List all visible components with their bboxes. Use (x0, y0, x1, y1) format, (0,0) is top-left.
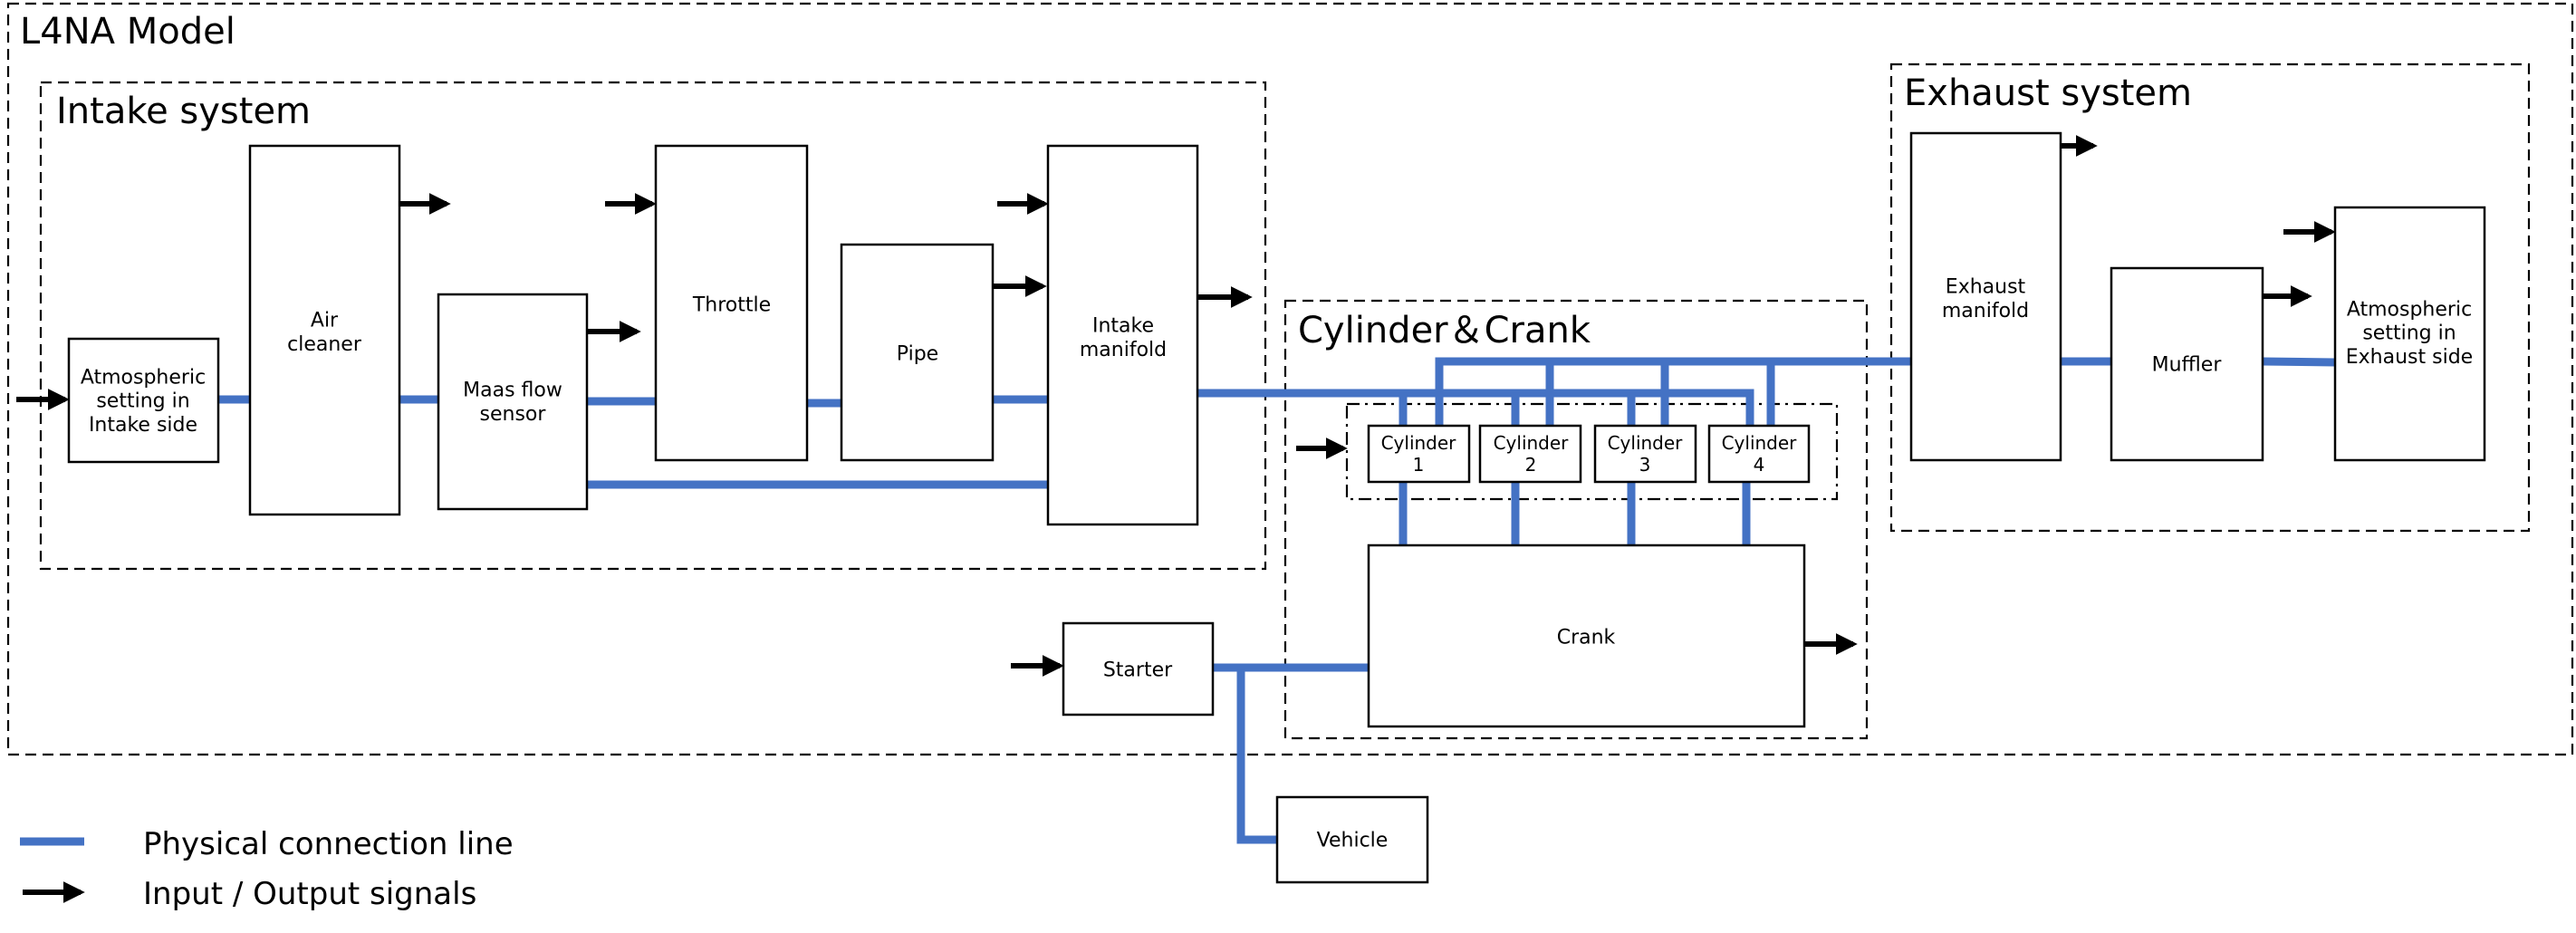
intake-system-title: Intake system (56, 91, 311, 132)
block-throttle[interactable]: Throttle (654, 144, 809, 462)
block-label-line: Air (311, 310, 339, 332)
block-pipe-label: Pipe (897, 343, 938, 366)
block-label-line: setting in (2362, 322, 2456, 345)
block-label-line: Pipe (897, 343, 938, 366)
block-muffler[interactable]: Muffler (2110, 266, 2264, 462)
block-label-line: Atmospheric (2347, 298, 2472, 321)
block-label-line: Intake (1092, 315, 1154, 338)
line-exhaust-runner (1435, 357, 1911, 426)
block-label-line: 1 (1413, 454, 1425, 476)
block-starter-label: Starter (1103, 659, 1173, 682)
l4na-model-frame (6, 2, 2574, 756)
block-label-line: setting in (96, 390, 189, 413)
block-label-line: Cylinder (1494, 432, 1570, 454)
line-muffler-atmos (2262, 357, 2336, 367)
block-pipe[interactable]: Pipe (840, 243, 995, 462)
signal-arrows (16, 135, 2336, 677)
cylinder-crank-frame (1283, 299, 1869, 740)
block-label-line: Cylinder (1381, 432, 1457, 454)
cylinder-crank-title: Cylinder＆Crank (1298, 310, 1591, 351)
block-label-line: 3 (1639, 454, 1651, 476)
block-crank-label: Crank (1557, 627, 1616, 649)
exhaust-system-title: Exhaust system (1904, 72, 2192, 114)
block-label-line: Starter (1103, 659, 1173, 682)
block-vehicle-label: Vehicle (1317, 830, 1389, 852)
block-label-line: manifold (1080, 339, 1167, 361)
block-crank[interactable]: Crank (1367, 543, 1806, 728)
block-throttle-label: Throttle (692, 294, 771, 317)
block-label-line: Muffler (2152, 354, 2223, 377)
block-label-line: manifold (1942, 300, 2029, 322)
line-intake-runner (1197, 389, 1754, 426)
block-label-line: Crank (1557, 627, 1616, 649)
line-vehicle-branch (1236, 668, 1277, 844)
block-label-line: 4 (1754, 454, 1765, 476)
block-vehicle[interactable]: Vehicle (1275, 795, 1429, 884)
block-label-line: cleaner (287, 333, 362, 356)
block-muffler-label: Muffler (2152, 354, 2223, 377)
legend: Physical connection line Input / Output … (20, 826, 514, 912)
block-starter[interactable]: Starter (1062, 621, 1215, 717)
block-label-line: sensor (480, 403, 547, 426)
block-label-line: Exhaust side (2346, 346, 2473, 369)
block-label-line: Cylinder (1722, 432, 1798, 454)
block-label-line: Maas flow (463, 380, 562, 402)
intake-system-frame (39, 81, 1267, 571)
block-label-line: 2 (1525, 454, 1537, 476)
block-label-line: Vehicle (1317, 830, 1389, 852)
block-label-line: Atmospheric (81, 366, 206, 389)
legend-physical-label: Physical connection line (143, 826, 514, 862)
block-label-line: Exhaust (1946, 276, 2026, 299)
physical-connection-lines (218, 357, 2336, 844)
block-label-line: Cylinder (1608, 432, 1684, 454)
block-label-line: Intake side (89, 414, 197, 437)
block-label-line: Throttle (692, 294, 771, 317)
model-title: L4NA Model (20, 11, 235, 53)
legend-signal-label: Input / Output signals (143, 876, 476, 912)
exhaust-system-frame (1889, 63, 2531, 533)
